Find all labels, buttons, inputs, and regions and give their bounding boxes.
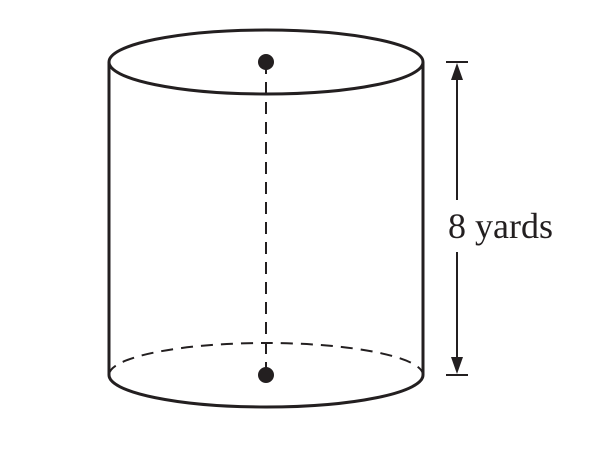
- dimension-arrow-down: [451, 357, 463, 374]
- dimension-arrow-up: [451, 63, 463, 80]
- top-center-point: [258, 54, 274, 70]
- height-label: 8 yards: [448, 206, 553, 246]
- bottom-center-point: [258, 367, 274, 383]
- cylinder-bottom-front-edge: [107, 374, 425, 409]
